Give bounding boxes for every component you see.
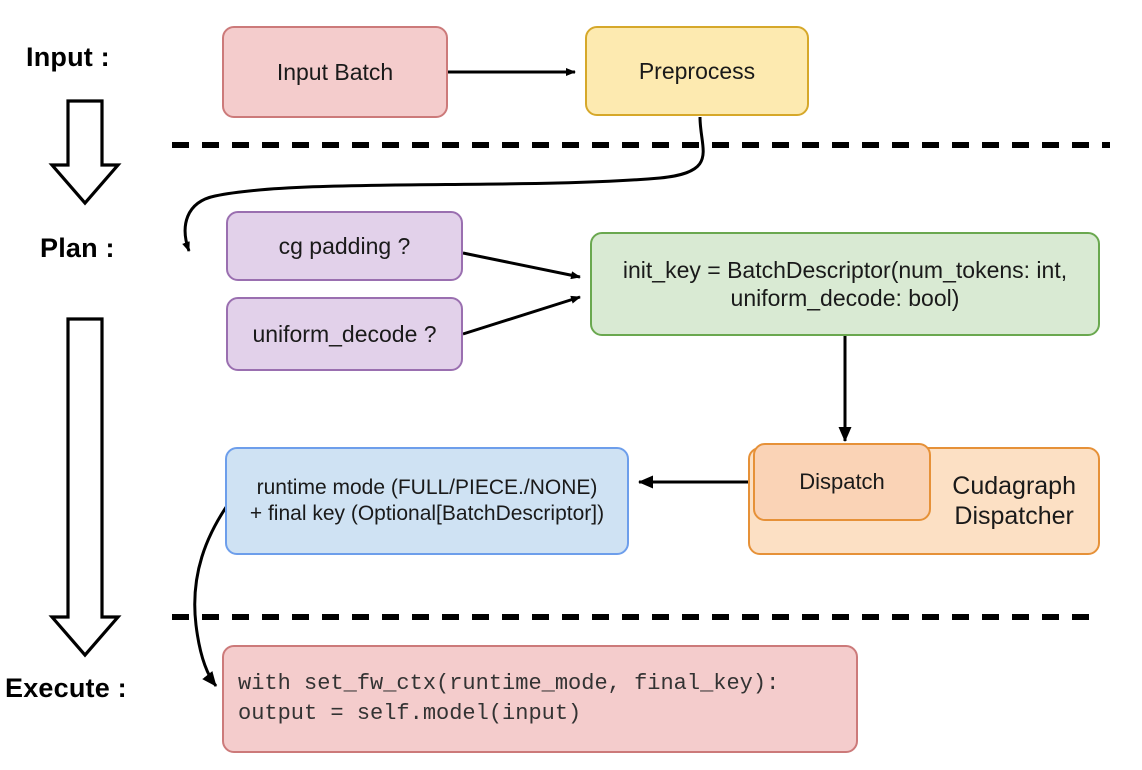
node-preprocess[interactable]: Preprocess [585,26,809,116]
node-runtime-mode[interactable]: runtime mode (FULL/PIECE./NONE) + final … [225,447,629,555]
node-cudagraph-dispatcher-label: Cudagraph Dispatcher [952,471,1076,531]
stage-label-plan: Plan : [40,233,115,263]
node-uniform-decode[interactable]: uniform_decode ? [226,297,463,371]
node-dispatch[interactable]: Dispatch [753,443,931,521]
stage-label-input: Input : [26,42,110,72]
node-runtime-mode-label: runtime mode (FULL/PIECE./NONE) + final … [249,476,605,525]
node-init-key[interactable]: init_key = BatchDescriptor(num_tokens: i… [590,232,1100,336]
node-init-key-label: init_key = BatchDescriptor(num_tokens: i… [622,256,1068,311]
node-dispatch-label: Dispatch [799,468,885,494]
node-input-batch-label: Input Batch [276,58,394,85]
node-execute-code[interactable]: with set_fw_ctx(runtime_mode, final_key)… [222,645,858,753]
node-preprocess-label: Preprocess [638,57,756,84]
node-execute-code-label: with set_fw_ctx(runtime_mode, final_key)… [238,671,780,726]
stage-arrow-plan-to-execute [48,317,122,658]
stage-label-execute: Execute : [5,673,127,703]
connector-uniform-decode-to-init-key [462,295,581,336]
stage-arrow-input-to-plan [48,99,122,206]
node-cg-padding-label: cg padding ? [278,232,411,259]
node-input-batch[interactable]: Input Batch [222,26,448,118]
node-cg-padding[interactable]: cg padding ? [226,211,463,281]
connector-cg-padding-to-init-key [462,251,581,280]
node-uniform-decode-label: uniform_decode ? [252,320,437,347]
